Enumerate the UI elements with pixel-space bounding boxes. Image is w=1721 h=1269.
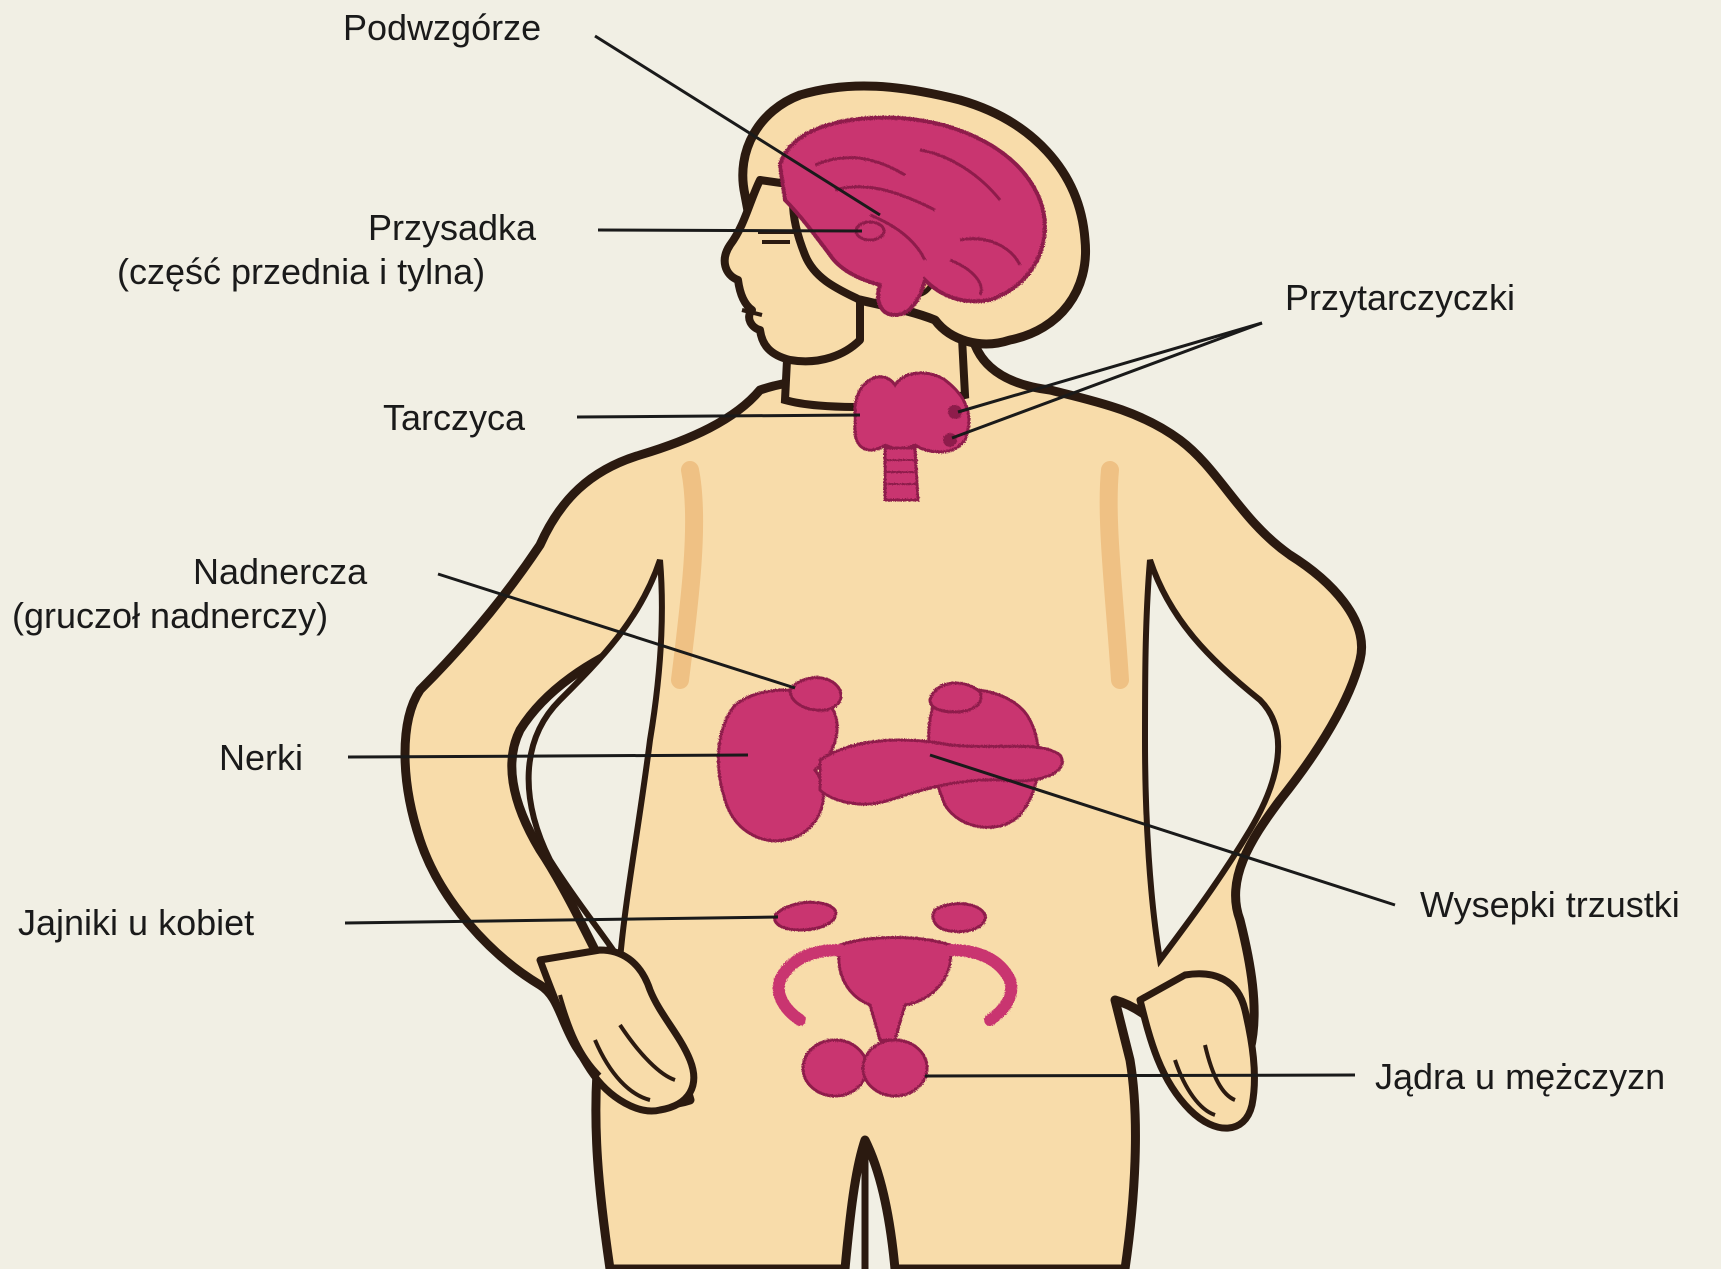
label-ovaries: Jajniki u kobiet (18, 903, 254, 943)
label-parathyroid: Przytarczyczki (1285, 278, 1515, 318)
label-adrenal-line2: (gruczoł nadnerczy) (12, 596, 328, 636)
testis-right (863, 1040, 927, 1096)
leader-thyroid (577, 415, 860, 417)
leader-kidneys (348, 755, 748, 757)
trachea-rings (885, 448, 918, 500)
label-hypothalamus: Podwzgórze (343, 8, 541, 48)
label-testes: Jądra u mężczyzn (1375, 1057, 1665, 1097)
label-adrenal-line1: Nadnercza (193, 552, 367, 592)
leader-pituitary (598, 230, 862, 231)
label-thyroid: Tarczyca (383, 398, 525, 438)
adrenal-gland-left (790, 678, 841, 711)
leader-testes (925, 1075, 1355, 1076)
label-pituitary-line2: (część przednia i tylna) (117, 252, 485, 292)
parathyroid-gland-lower (943, 433, 957, 447)
label-pancreatic-islets: Wysepki trzustki (1420, 885, 1680, 925)
label-kidneys: Nerki (219, 738, 303, 778)
label-pituitary-line1: Przysadka (368, 208, 536, 248)
testis-left (803, 1040, 867, 1096)
ovary-right (933, 904, 985, 932)
adrenal-gland-right (930, 683, 981, 712)
